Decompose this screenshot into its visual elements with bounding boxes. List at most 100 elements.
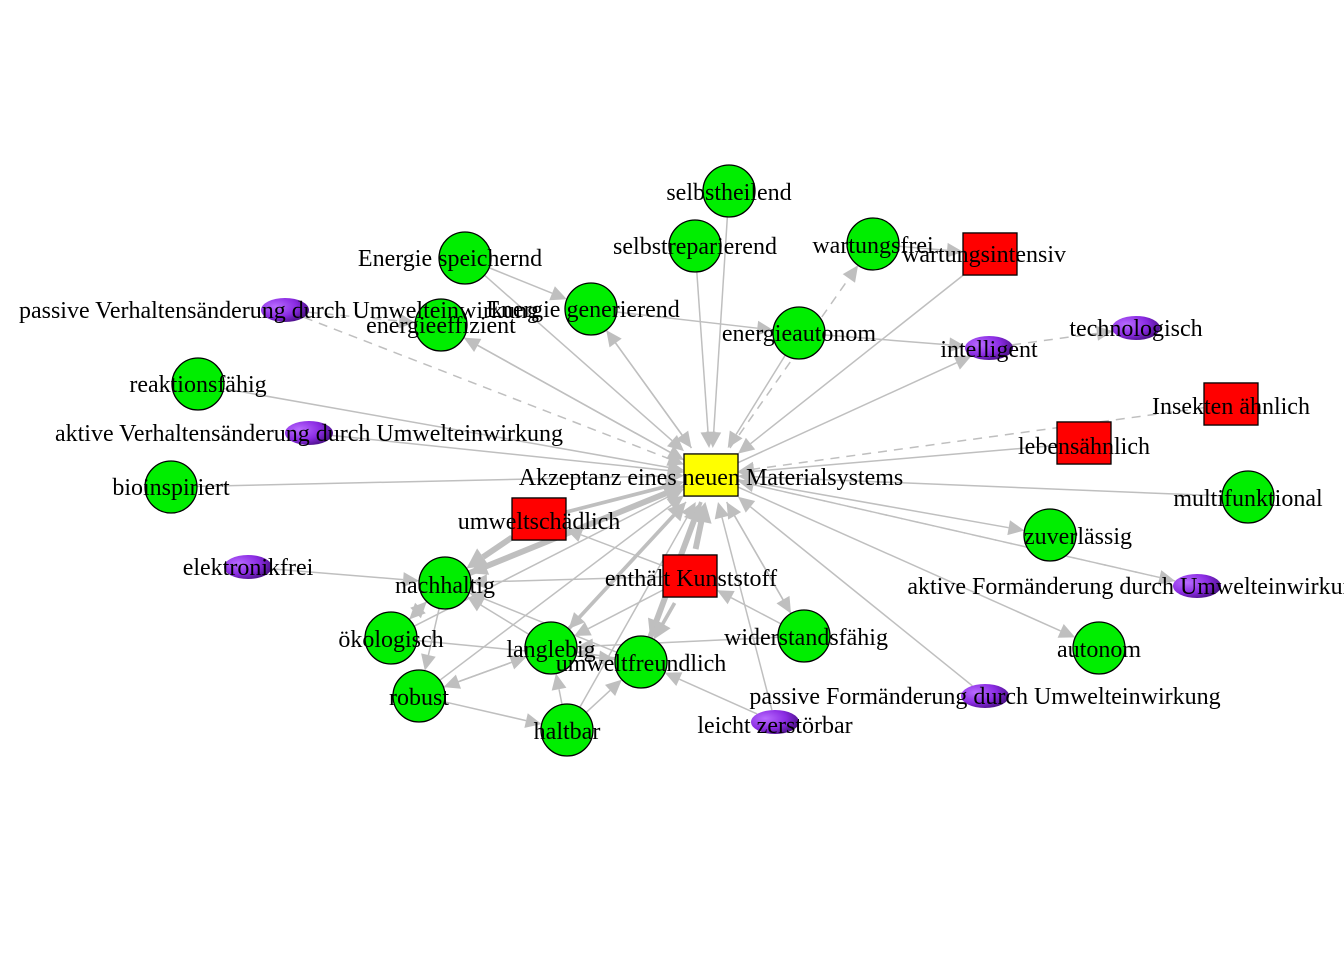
edge-arrowhead — [466, 548, 489, 569]
edge-arrowhead — [953, 355, 972, 370]
node-label-energieautonom: energieautonom — [722, 321, 877, 347]
edge-line — [196, 475, 669, 488]
node-label-selbstreparierend: selbstreparierend — [613, 234, 777, 260]
node-circle-selbstheilend — [702, 164, 756, 218]
edge-line — [730, 596, 782, 625]
node-label-passiveform: passive Formänderung durch Umwelteinwirk… — [749, 684, 1220, 710]
node-circle-energieeffizient — [414, 298, 468, 352]
node-label-autonom: autonom — [1057, 637, 1141, 663]
node-label-bioinspiriert: bioinspiriert — [112, 475, 230, 501]
edge-leichtzerstoerbar-to-center — [714, 502, 773, 711]
node-label-umweltfreundlich: umweltfreundlich — [556, 651, 727, 677]
edge-arrowhead — [574, 622, 592, 637]
edge-arrowhead — [653, 619, 671, 640]
edge-line — [484, 274, 673, 442]
edge-arrowhead — [410, 601, 427, 619]
edge-arrowhead — [948, 337, 966, 353]
edge-line — [486, 576, 664, 583]
node-label-umweltschaedlich: umweltschädlich — [458, 509, 621, 535]
node-label-haltbar: haltbar — [534, 719, 601, 745]
node-square-insektenaehnlich — [1203, 382, 1259, 426]
node-label-energiespeichernd: Energie speichernd — [358, 246, 542, 272]
node-circle-umweltfreundlich — [614, 635, 668, 689]
edge-arrowhead — [756, 320, 774, 336]
edge-line — [427, 608, 440, 656]
edge-line — [737, 486, 1061, 632]
node-label-insektenaehnlich: Insekten ähnlich — [1152, 394, 1310, 420]
node-circle-widerstandsfaehig — [777, 609, 831, 663]
edge-arrowhead — [667, 434, 684, 452]
edge-kunststoff-to-umweltschaedlich — [566, 527, 664, 567]
edge-haltbar-to-langlebig — [551, 673, 567, 705]
edge-line — [271, 568, 404, 581]
node-label-technologisch: technologisch — [1069, 316, 1202, 342]
edge-insektenaehnlich-to-center — [738, 406, 1205, 477]
edge-line — [898, 245, 948, 252]
edge-wartungsfrei-to-wartungsintensiv — [898, 242, 963, 258]
edge-line — [753, 444, 1058, 473]
node-circle-reaktionsfaehig — [171, 357, 225, 411]
edge-arrowhead — [726, 502, 742, 520]
edge-line — [480, 604, 530, 636]
edge-passiveverhalten-to-center — [303, 316, 684, 466]
edge-center-to-widerstandsfaehig — [725, 501, 791, 614]
edge-arrowhead — [1057, 624, 1076, 638]
edge-center-to-intelligent — [737, 355, 972, 464]
node-circle-oekologisch — [364, 611, 418, 665]
edge-kunststoff-to-langlebig — [574, 589, 664, 637]
node-circle-bioinspiriert — [144, 460, 198, 514]
edge-arrowhead — [1007, 520, 1025, 536]
edge-center-to-langlebig — [568, 501, 687, 629]
edge-line — [332, 434, 669, 472]
edge-line — [749, 506, 973, 687]
edge-haltbar-to-center — [579, 502, 696, 708]
edge-wartungsintensiv-to-center — [738, 274, 964, 454]
edge-line — [488, 267, 553, 294]
node-square-umweltschaedlich — [511, 497, 567, 541]
edge-aktiveverhalten-to-center — [332, 434, 684, 478]
edge-line — [737, 480, 1160, 579]
edge-line — [721, 517, 773, 711]
edge-line — [729, 277, 850, 449]
edge-line — [614, 342, 693, 449]
node-circle-autonom — [1072, 621, 1126, 675]
edge-line — [587, 589, 664, 630]
node-circle-energiespeichernd — [438, 231, 492, 285]
edge-line — [439, 504, 672, 681]
edge-line — [481, 534, 514, 560]
edge-arrowhead — [421, 653, 436, 671]
node-ellipse-intelligent — [965, 336, 1013, 360]
edge-langlebig-to-robust — [443, 656, 527, 689]
node-ellipse-aktiveverhalten — [285, 421, 333, 445]
edge-line — [585, 689, 611, 713]
node-label-center: Akzeptanz eines neuen Materialsystems — [519, 465, 904, 491]
edge-line — [737, 479, 1009, 529]
edge-widerstandsfaehig-to-kunststoff — [717, 590, 782, 625]
edge-line — [565, 484, 668, 514]
edge-arrowhead — [443, 674, 462, 689]
edge-arrowhead — [606, 330, 622, 348]
edge-energiespeichernd-to-center — [484, 274, 684, 452]
edge-passiveform-to-center — [738, 496, 973, 687]
edge-arrowhead — [568, 612, 586, 629]
node-label-energieeffizient: energieeffizient — [366, 313, 516, 339]
node-label-energiegenerierend: Energie generierend — [486, 297, 679, 323]
edge-arrowhead — [1095, 325, 1113, 341]
node-circle-zuverlaessig — [1023, 508, 1077, 562]
edge-nachhaltig-to-robust — [421, 608, 440, 671]
edge-kunststoff-to-nachhaltig — [470, 574, 664, 590]
edge-arrowhead — [463, 337, 482, 352]
node-circle-selbstreparierend — [668, 219, 722, 273]
edge-line — [679, 678, 758, 715]
edge-arrowhead — [576, 638, 594, 654]
nodes-layer — [144, 164, 1275, 757]
edge-line — [223, 387, 669, 469]
edge-line — [737, 362, 958, 464]
edge-line — [444, 701, 527, 722]
edge-arrowhead — [1157, 570, 1176, 585]
edge-oekologisch-to-nachhaltig — [408, 601, 427, 620]
edge-center-to-wartungsfrei — [729, 265, 859, 449]
edge-arrowhead — [566, 527, 584, 542]
edge-arrowhead — [604, 679, 622, 696]
